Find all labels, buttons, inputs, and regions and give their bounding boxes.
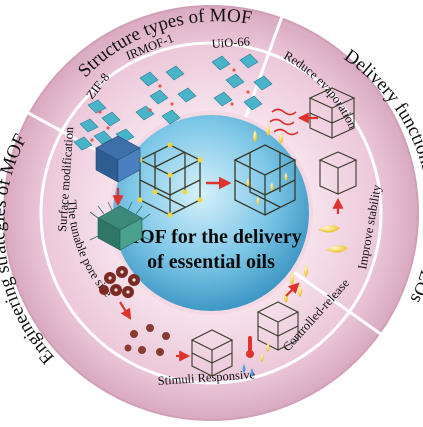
arrow-release bbox=[285, 282, 300, 297]
surface-modification-chains bbox=[89, 201, 151, 241]
oil-drops-delivery bbox=[284, 225, 348, 303]
mof-cage-stability-icon bbox=[318, 151, 358, 195]
evaporation-waves-icon bbox=[269, 108, 299, 136]
thermometer-icon bbox=[246, 336, 254, 358]
tunable-pore-cluster-highlights bbox=[108, 270, 136, 294]
label-stimuli-responsive: Stimuli Responsive bbox=[157, 367, 256, 388]
expanded-pore-cluster-icon bbox=[124, 324, 170, 356]
oil-drops-stimuli bbox=[260, 342, 270, 362]
zif8-structure-icon bbox=[73, 99, 135, 151]
water-drops-icon bbox=[242, 364, 254, 377]
center-title-line2: of essential oils bbox=[147, 251, 275, 273]
mof-cage-loaded-icon bbox=[233, 144, 297, 217]
irmof1-structure-icon bbox=[135, 65, 197, 125]
center-title-line1: MOF for the delivery bbox=[120, 226, 302, 248]
label-uio66: UiO-66 bbox=[211, 34, 250, 51]
mof-cage-evaporation-icon bbox=[308, 87, 356, 139]
structure-linker-atoms bbox=[90, 68, 250, 142]
arrow-pore bbox=[119, 301, 132, 320]
mof-cage-stimuli-icon bbox=[190, 329, 234, 377]
uio66-structure-icon bbox=[211, 53, 273, 111]
mof-crystal-modified-icon bbox=[97, 205, 143, 251]
mof-crystal-surface-icon bbox=[95, 135, 141, 183]
oil-drops-center bbox=[246, 124, 288, 205]
